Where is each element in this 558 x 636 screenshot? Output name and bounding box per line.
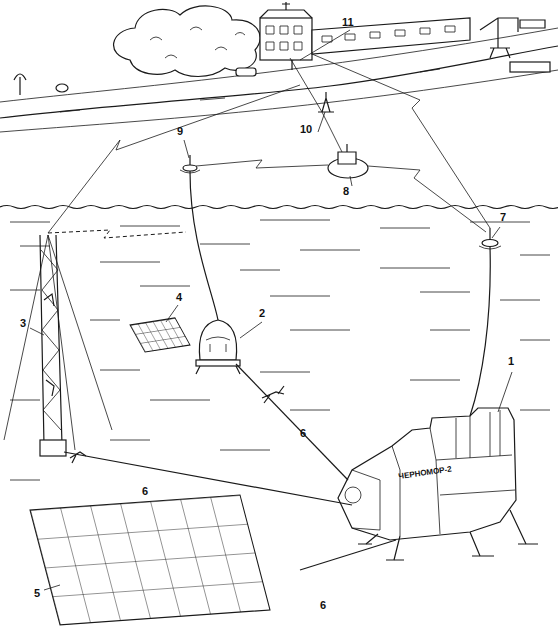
trees: [150, 27, 245, 58]
leader-line: [30, 30, 512, 590]
callout-number: 6: [142, 486, 148, 497]
cable: [190, 171, 218, 320]
callout-number: 1: [508, 356, 514, 367]
buoy: [180, 155, 200, 173]
water-surface: [0, 206, 558, 209]
small-grid: [130, 318, 190, 352]
habitat-chernomor: [338, 408, 538, 560]
trees: [14, 56, 292, 95]
large-grid: [30, 495, 270, 625]
habitat-chernomor: [358, 544, 538, 560]
shore-station-building: [260, 10, 312, 18]
buoy: [482, 240, 498, 247]
radio-link: [48, 54, 490, 238]
shore-station-building: [260, 2, 550, 72]
shore-station-building: [480, 18, 518, 58]
callout-number: 11: [342, 17, 354, 28]
tower: [40, 440, 66, 456]
callout-number: 6: [300, 428, 306, 439]
callout-number: 2: [259, 308, 265, 319]
shore-station-building: [520, 20, 545, 28]
callout-number: 3: [20, 318, 26, 329]
habitat-chernomor: [345, 487, 361, 503]
shore: [60, 69, 440, 112]
habitat-chernomor: [338, 408, 516, 540]
radio-link: [48, 230, 186, 238]
radio-link: [368, 166, 486, 232]
radio-link: [48, 85, 300, 233]
cable: [64, 452, 352, 505]
tower: [44, 294, 54, 396]
buoy: [489, 228, 490, 240]
boat: [328, 144, 368, 178]
cable: [470, 247, 490, 416]
tower: [4, 235, 112, 456]
boat: [338, 152, 356, 164]
shore-station-building: [312, 18, 470, 54]
shore-station-building: [266, 26, 302, 50]
radio-link: [312, 54, 490, 228]
tower: [4, 235, 112, 450]
callout-number: 4: [176, 292, 182, 303]
divers: [70, 386, 284, 463]
cable: [300, 540, 396, 570]
diving-bell: [206, 337, 230, 352]
diving-bell: [196, 366, 240, 374]
shore: [0, 70, 558, 132]
shore-station-building: [260, 18, 312, 60]
diving-bell: [196, 320, 240, 374]
cable: [236, 364, 348, 480]
radio-link: [196, 160, 328, 168]
trees: [56, 84, 68, 92]
diving-bell: [199, 320, 236, 360]
buoy: [479, 228, 501, 249]
callout-number: 5: [34, 588, 40, 599]
callout-number: 8: [343, 186, 349, 197]
large-grid: [30, 495, 270, 625]
radio-link: [290, 58, 342, 152]
diving-bell: [196, 360, 240, 366]
buoy: [189, 155, 190, 165]
trees: [14, 6, 299, 95]
habitat-chernomor: [366, 510, 526, 560]
tower: [41, 250, 61, 430]
shore-station-building: [510, 62, 550, 72]
boat: [346, 144, 347, 152]
small-grid: [130, 318, 190, 352]
callout-number: 6: [320, 600, 326, 611]
callout-number: 7: [500, 212, 506, 223]
trees: [236, 68, 256, 76]
buoy: [183, 165, 197, 171]
cable: [64, 171, 490, 570]
shore-station-building: [322, 26, 455, 42]
callout-number: 9: [177, 126, 183, 137]
leader-line: [30, 30, 512, 590]
trees: [114, 6, 261, 77]
shore-station-building: [282, 2, 290, 10]
callout-number: 10: [300, 124, 312, 135]
habitat-chernomor: [352, 410, 515, 536]
